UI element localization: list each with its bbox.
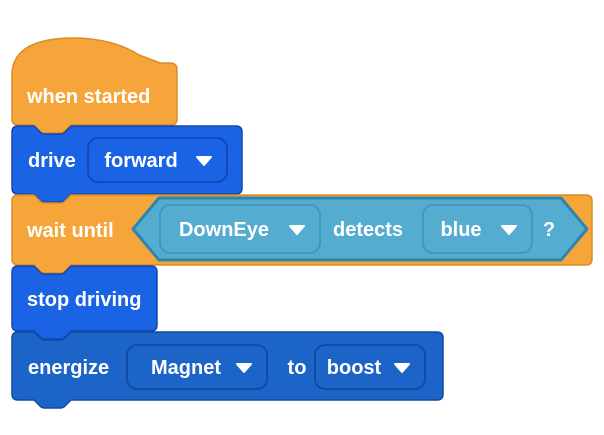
magnet-dropdown[interactable]: Magnet [126,344,268,390]
energize-block[interactable]: energize Magnet to boost [11,331,444,409]
dropdown-arrow-icon [501,225,517,235]
magnet-dropdown-field[interactable] [126,344,268,390]
boost-dropdown[interactable]: boost [314,344,426,390]
color-dropdown[interactable]: blue [422,204,533,254]
drive-direction-dropdown-field[interactable] [87,137,228,183]
color-value: blue [440,219,481,241]
dropdown-arrow-icon [394,363,410,373]
drive-block[interactable]: drive forward [11,125,243,203]
when-started-block[interactable]: when started [11,37,178,134]
dropdown-arrow-icon [196,156,212,166]
energize-label: energize [28,357,109,379]
to-label: to [288,357,307,379]
drive-label: drive [28,150,76,172]
eye-detects-condition-block[interactable]: DownEye detects blue ? [131,196,589,262]
when-started-label: when started [26,86,150,108]
color-dropdown-field[interactable] [422,204,533,254]
sensor-value: DownEye [179,219,269,241]
drive-direction-value: forward [104,150,177,172]
stop-driving-block-shape[interactable] [11,265,158,340]
sensor-dropdown[interactable]: DownEye [159,204,321,254]
stop-driving-label: stop driving [27,289,141,311]
dropdown-arrow-icon [289,225,305,235]
question-mark-label: ? [543,219,555,241]
wait-until-label: wait until [26,220,114,242]
wait-until-block[interactable]: wait until DownEye detects blue ? [11,194,593,274]
dropdown-arrow-icon [236,363,252,373]
magnet-value: Magnet [151,357,221,379]
stop-driving-block[interactable]: stop driving [11,265,158,340]
boost-value: boost [327,357,382,379]
detects-label: detects [333,219,403,241]
sensor-dropdown-field[interactable] [159,204,321,254]
drive-direction-dropdown[interactable]: forward [87,137,228,183]
boost-dropdown-field[interactable] [314,344,426,390]
